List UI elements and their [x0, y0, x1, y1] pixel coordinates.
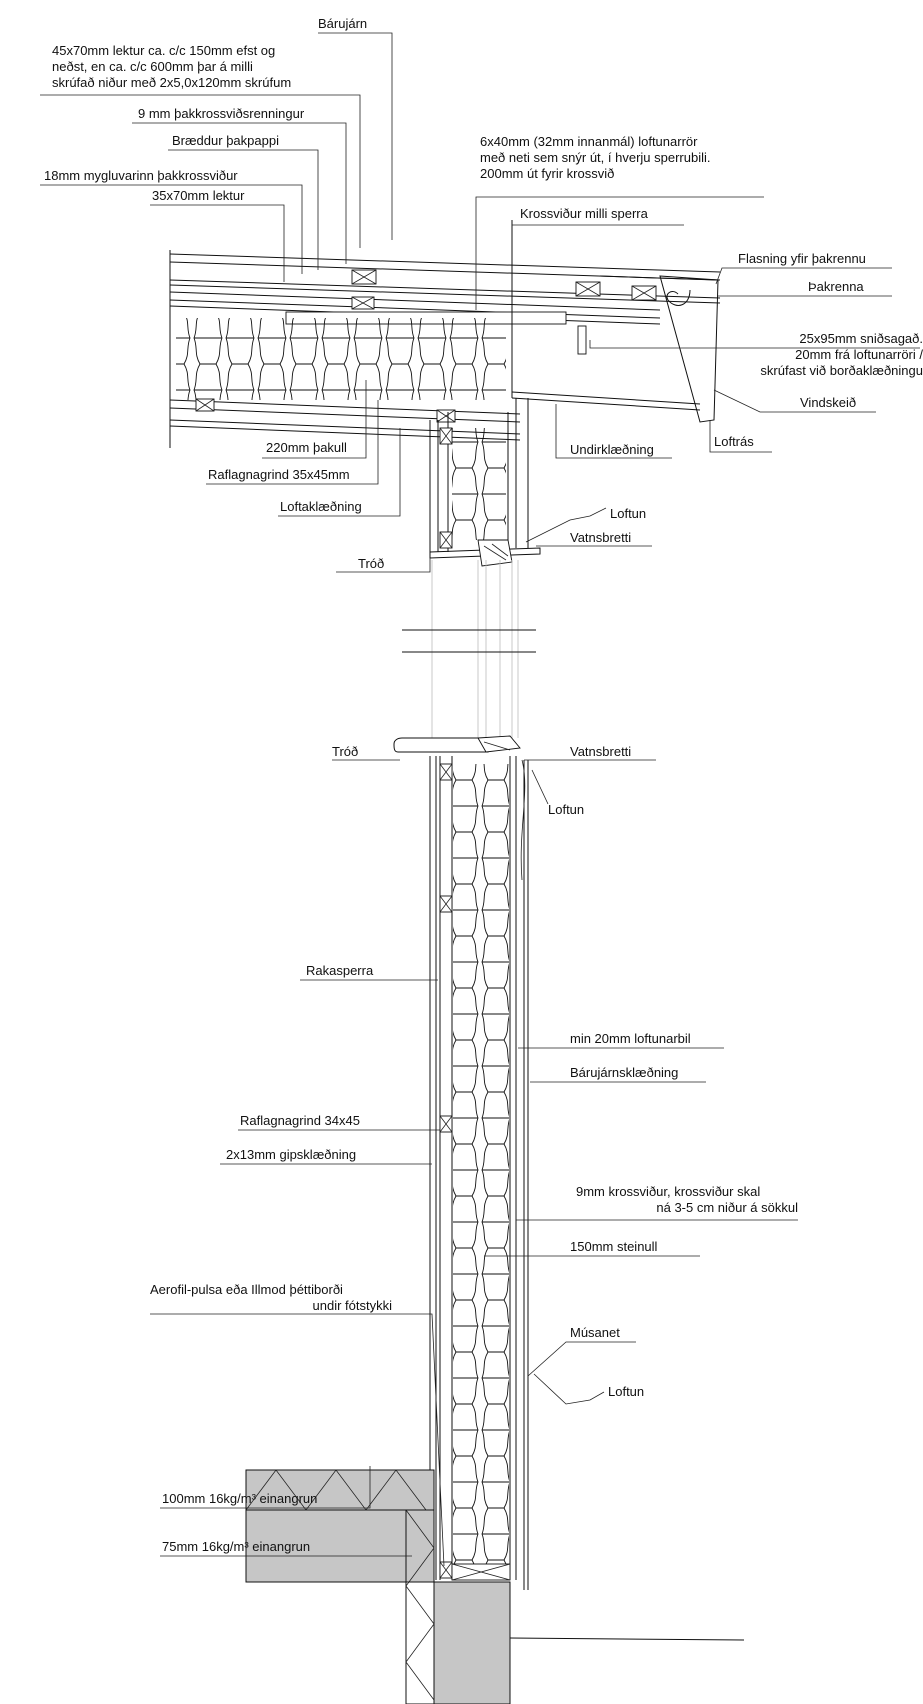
roof-board-top — [169, 291, 661, 311]
label-barujarnsklaedning: Bárujárnsklæðning — [570, 1065, 678, 1080]
roof-board-bottom — [169, 299, 661, 319]
felt-line — [169, 284, 721, 304]
label-flasning: Flasning yfir þakrennu — [738, 251, 866, 266]
label-vindskeid: Vindskeið — [800, 395, 856, 410]
label-vatnsbretti-mid: Vatnsbretti — [570, 744, 631, 759]
label-loftunarror-3: 200mm út fyrir krossvið — [480, 166, 614, 181]
label-krossvidur-9mm-1: 9mm krossviður, krossviður skal — [576, 1184, 760, 1199]
label-lektur-note-3: skrúfað niður með 2x5,0x120mm skrúfum — [52, 75, 291, 90]
label-loftklaedning: Loftaklæðning — [280, 499, 362, 514]
label-rakasperra: Rakasperra — [306, 963, 374, 978]
label-thakpappi: Bræddur þakpappi — [172, 133, 279, 148]
leader-lines — [40, 32, 920, 1567]
annotation-labels: Bárujárn 45x70mm lektur ca. c/c 150mm ef… — [44, 16, 923, 1554]
ventilation-curve — [520, 759, 526, 881]
label-raflagnagrind-wall: Raflagnagrind 34x45 — [240, 1113, 360, 1128]
label-lektur-note-1: 45x70mm lektur ca. c/c 150mm efst og — [52, 43, 275, 58]
label-thakrenna: Þakrenna — [808, 279, 864, 294]
soffit-bottom — [511, 397, 701, 411]
label-trod-mid: Tróð — [332, 744, 358, 759]
label-steinull: 150mm steinull — [570, 1239, 658, 1254]
wall-top-segment — [429, 398, 541, 567]
label-raflagnagrind-roof: Raflagnagrind 35x45mm — [208, 467, 350, 482]
roof-assembly — [169, 220, 721, 448]
label-thakkrossvidur: 18mm mygluvarinn þakkrossviður — [44, 168, 238, 183]
label-snidsagad-3: skrúfast við borðaklæðningu — [760, 363, 923, 378]
label-loftunarror-1: 6x40mm (32mm innanmál) loftunarrör — [480, 134, 698, 149]
label-loftunarror-2: með neti sem snýr út, í hverju sperrubil… — [480, 150, 710, 165]
flashing-line — [599, 275, 717, 281]
batten-line — [169, 279, 721, 299]
label-aerofil-1: Aerofil-pulsa eða Illmod þéttiborði — [150, 1282, 343, 1297]
soffit-top — [511, 391, 701, 405]
label-barujarn: Bárujárn — [318, 16, 367, 31]
label-loftunarbil: min 20mm loftunarbil — [570, 1031, 691, 1046]
insulation-75mm — [405, 1509, 435, 1704]
label-gipsklaedning: 2x13mm gipsklæðning — [226, 1147, 356, 1162]
label-krossvidur-9mm-2: ná 3-5 cm niður á sökkul — [656, 1200, 798, 1215]
roof-battens — [195, 269, 657, 423]
gutter-icon — [666, 289, 691, 306]
ceiling-frame-top — [169, 407, 521, 423]
label-renningur: 9 mm þakkrossviðsrenningur — [138, 106, 305, 121]
label-loftun-bottom: Loftun — [608, 1384, 644, 1399]
label-snidsagad-1: 25x95mm sniðsagað. — [799, 331, 923, 346]
main-wall — [429, 756, 529, 1590]
wall-insulation-top — [452, 428, 506, 540]
roof-sheet-line — [169, 253, 721, 273]
label-loftun-mid: Loftun — [548, 802, 584, 817]
foundation — [245, 1469, 745, 1704]
label-lektur-35x70: 35x70mm lektur — [152, 188, 245, 203]
label-loftras: Loftrás — [714, 434, 754, 449]
label-snidsagad-2: 20mm frá loftunarröri / — [795, 347, 923, 362]
label-thakull: 220mm þakull — [266, 440, 347, 455]
label-vatnsbretti-top: Vatnsbretti — [570, 530, 631, 545]
label-undirklaedning: Undirklæðning — [570, 442, 654, 457]
label-trod-top: Tróð — [358, 556, 384, 571]
window-sill-bottom — [393, 735, 521, 753]
wall-insulation — [453, 764, 509, 1572]
fascia-board — [659, 275, 719, 423]
label-musanet: Músanet — [570, 1325, 620, 1340]
ground-line — [509, 1637, 745, 1641]
rafter-bottom — [169, 399, 521, 415]
label-aerofil-2: undir fótstykki — [313, 1298, 393, 1313]
label-einangrun-75: 75mm 16kg/m³ einangrun — [162, 1539, 310, 1554]
label-loftun-top: Loftun — [610, 506, 646, 521]
label-krossvidur-milli: Krossviður milli sperra — [520, 206, 649, 221]
label-einangrun-100: 100mm 16kg/m³ einangrun — [162, 1491, 317, 1506]
cut-board — [577, 325, 587, 355]
roof-insulation — [176, 318, 506, 400]
label-lektur-note-2: neðst, en ca. c/c 600mm þar á milli — [52, 59, 253, 74]
window-lines — [431, 560, 519, 738]
